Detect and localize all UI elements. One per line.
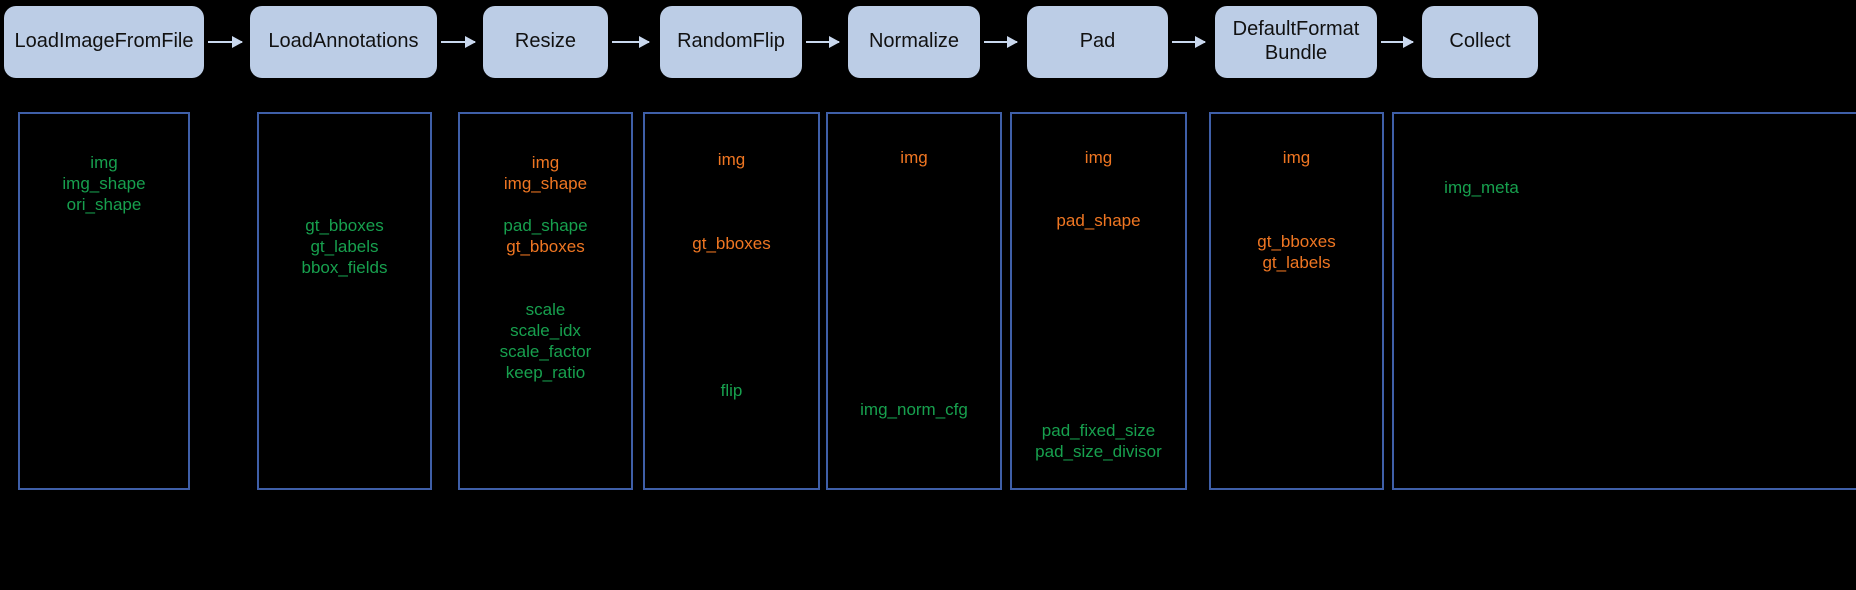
- key-panel-resize: img img_shape pad_shape gt_bboxes scale …: [458, 112, 633, 490]
- key-item: gt_bboxes: [305, 216, 384, 235]
- key-panel-collect: img_meta: [1392, 112, 1856, 490]
- key-list: img gt_bboxes flip: [645, 149, 818, 401]
- key-item: pad_size_divisor: [1035, 442, 1162, 461]
- key-list: img img_shape pad_shape gt_bboxes scale …: [460, 152, 631, 383]
- key-item: img_shape: [503, 174, 588, 193]
- key-item: gt_labels: [310, 237, 379, 256]
- stage-label-line-1: DefaultFormat: [1232, 18, 1360, 41]
- key-item: img_meta: [1444, 178, 1519, 197]
- key-item: bbox_fields: [301, 258, 388, 277]
- key-list: img img_norm_cfg: [828, 147, 1000, 420]
- key-item: scale_factor: [499, 342, 592, 361]
- stage-box-collect[interactable]: Collect: [1422, 6, 1538, 78]
- key-item: gt_bboxes: [692, 234, 771, 253]
- key-item: gt_labels: [1262, 253, 1331, 272]
- key-item: img: [90, 153, 118, 172]
- arrow-resize-to-random-flip: [612, 36, 650, 48]
- stage-label: RandomFlip: [677, 30, 785, 53]
- key-list: img_meta: [1394, 177, 1569, 198]
- key-item: img_norm_cfg: [860, 400, 968, 419]
- key-list: img pad_shape pad_fixed_size pad_size_di…: [1012, 147, 1185, 462]
- stage-label: LoadImageFromFile: [14, 30, 194, 53]
- stage-label: Pad: [1079, 30, 1116, 53]
- key-panel-pad: img pad_shape pad_fixed_size pad_size_di…: [1010, 112, 1187, 490]
- key-item: img: [531, 153, 560, 172]
- key-item: img_shape: [62, 174, 146, 193]
- arrow-default-format-bundle-to-collect: [1381, 36, 1414, 48]
- key-item: gt_bboxes: [506, 237, 585, 256]
- key-item: gt_bboxes: [1257, 232, 1336, 251]
- arrow-load-annotations-to-resize: [441, 36, 476, 48]
- arrow-random-flip-to-normalize: [806, 36, 840, 48]
- key-item: flip: [720, 381, 743, 400]
- key-item: pad_fixed_size: [1041, 421, 1156, 440]
- key-panel-normalize: img img_norm_cfg: [826, 112, 1002, 490]
- key-item: pad_shape: [503, 216, 588, 235]
- key-list: gt_bboxes gt_labels bbox_fields: [259, 215, 430, 278]
- stage-box-resize[interactable]: Resize: [483, 6, 608, 78]
- key-item: keep_ratio: [505, 363, 586, 382]
- stage-box-random-flip[interactable]: RandomFlip: [660, 6, 802, 78]
- stage-box-load-annotations[interactable]: LoadAnnotations: [250, 6, 437, 78]
- stage-label: Resize: [514, 30, 577, 53]
- key-item: img: [1084, 148, 1113, 167]
- key-item: img: [900, 148, 928, 167]
- key-panel-random-flip: img gt_bboxes flip: [643, 112, 820, 490]
- stage-box-default-format-bundle[interactable]: DefaultFormat Bundle: [1215, 6, 1377, 78]
- key-item: scale_idx: [510, 321, 581, 340]
- stage-box-load-image-from-file[interactable]: LoadImageFromFile: [4, 6, 204, 78]
- stage-label: Normalize: [868, 30, 960, 53]
- key-item: pad_shape: [1056, 211, 1141, 230]
- stage-label: LoadAnnotations: [268, 30, 419, 53]
- arrow-load-image-to-load-annotations: [208, 36, 243, 48]
- key-item: ori_shape: [66, 195, 142, 214]
- stage-label-line-2: Bundle: [1264, 42, 1328, 64]
- stage-box-normalize[interactable]: Normalize: [848, 6, 980, 78]
- key-panel-load-annotations: gt_bboxes gt_labels bbox_fields: [257, 112, 432, 490]
- key-list: img gt_bboxes gt_labels: [1211, 147, 1382, 273]
- stage-label: DefaultFormat Bundle: [1233, 18, 1360, 65]
- key-item: scale: [525, 300, 566, 319]
- stage-box-pad[interactable]: Pad: [1027, 6, 1168, 78]
- arrow-pad-to-default-format-bundle: [1172, 36, 1206, 48]
- key-panel-default-format-bundle: img gt_bboxes gt_labels: [1209, 112, 1384, 490]
- key-panel-load-image-from-file: img img_shape ori_shape: [18, 112, 190, 490]
- arrow-normalize-to-pad: [984, 36, 1018, 48]
- key-item: img: [717, 150, 746, 169]
- stage-label: Collect: [1449, 30, 1511, 53]
- key-list: img img_shape ori_shape: [20, 152, 188, 215]
- key-item: img: [1282, 148, 1311, 167]
